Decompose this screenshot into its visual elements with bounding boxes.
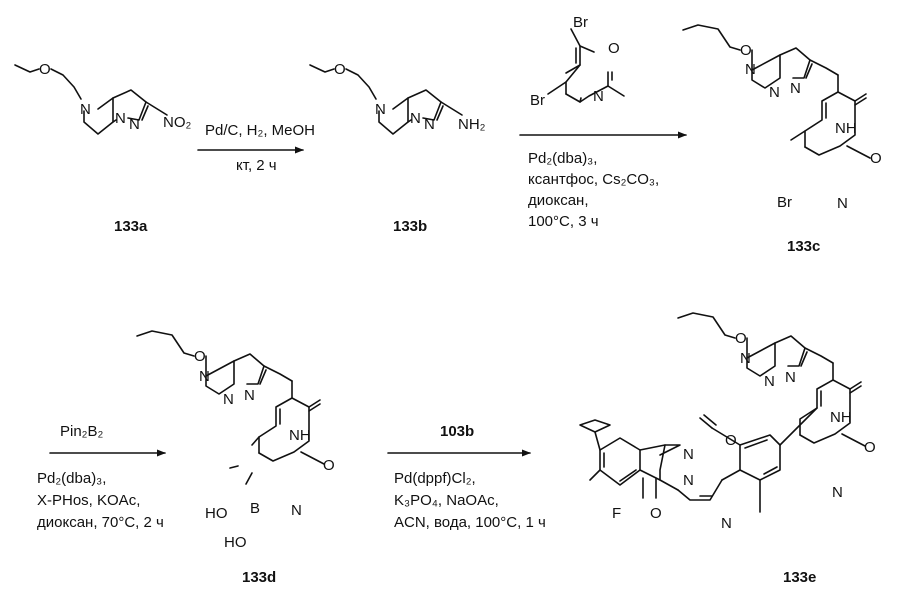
arrow-3-conditions: Pd₂(dba)₃, X-PHos, KOAc, диоксан, 70°C, … [37,468,164,534]
arrow-3-line-1: Pd₂(dba)₃, [37,468,164,490]
atom-o-aldehyde-133e: O [725,432,737,449]
atom-n1-133e: N [764,373,775,390]
atom-o2-133d: O [323,457,335,474]
atom-n-133e: N [740,350,751,367]
compound-id-133a: 133a [114,218,147,235]
atom-n-pyridine-133e: N [721,515,732,532]
atom-n1-133c: N [769,84,780,101]
reagent-n: N [593,88,604,105]
atom-npyr-133d: N [291,502,302,519]
reagent-o: O [608,40,620,57]
atom-br-133c: Br [777,194,792,211]
arrow-2-line-4: 100°C, 3 ч [528,211,659,232]
compound-id-133b: 133b [393,218,427,235]
atom-o-133a: O [39,61,51,78]
structure-133e [580,313,865,512]
atom-f-133e: F [612,505,621,522]
atom-n2-133d: N [244,387,255,404]
arrow-2-conditions: Pd₂(dba)₃, ксантфос, Cs₂CO₃, диоксан, 10… [528,148,659,232]
arrow-1-reagents: Pd/C, H₂, MeOH [205,122,315,139]
arrow-3-reagent: Pin₂B₂ [60,423,103,440]
atom-n2-133b: N [424,116,435,133]
atom-ho1-133d: HO [205,505,228,522]
atom-o2-133c: O [870,150,882,167]
compound-id-133c: 133c [787,238,820,255]
compound-id-133d: 133d [242,569,276,586]
arrow-3-line-3: диоксан, 70°C, 2 ч [37,512,164,534]
atom-nh-133d: NH [289,427,311,444]
atom-nh-133c: NH [835,120,857,137]
arrow-4-reagent: 103b [440,423,474,440]
arrow-1-conditions: кт, 2 ч [236,157,277,174]
atom-n-133b: N [375,101,386,118]
atom-n1-133b: N [410,110,421,127]
atom-n-133c: N [745,61,756,78]
atom-nn1-133e: N [683,446,694,463]
atom-npyr-133e: N [832,484,843,501]
nitro-group: NO₂ [163,114,191,131]
arrow-4-line-1: Pd(dppf)Cl₂, [394,468,546,490]
atom-npyr-133c: N [837,195,848,212]
compound-id-133e: 133e [783,569,816,586]
structure-133a [15,65,167,134]
atom-o-133e: O [735,330,747,347]
arrow-2-line-3: диоксан, [528,190,659,211]
arrow-2-line-2: ксантфос, Cs₂CO₃, [528,169,659,190]
atom-ho2-133d: HO [224,534,247,551]
atom-o-keto-133e: O [650,505,662,522]
atom-o-133d: O [194,348,206,365]
atom-o-133b: O [334,61,346,78]
arrow-3-line-2: X-PHos, KOAc, [37,490,164,512]
atom-b-133d: B [250,500,260,517]
atom-nh-133e: NH [830,409,852,426]
atom-n2-133a: N [129,116,140,133]
arrow-4-conditions: Pd(dppf)Cl₂, K₃PO₄, NaOAc, ACN, вода, 10… [394,468,546,534]
atom-o2-133e: O [864,439,876,456]
atom-n2-133c: N [790,80,801,97]
atom-n1-133a: N [115,110,126,127]
arrow-4-line-3: ACN, вода, 100°C, 1 ч [394,512,546,534]
structure-133b [310,65,462,134]
amine-group: NH₂ [458,116,486,133]
atom-n-133d: N [199,368,210,385]
reagent-br-1: Br [573,14,588,31]
atom-o-133c: O [740,42,752,59]
atom-n-133a: N [80,101,91,118]
atom-n1-133d: N [223,391,234,408]
arrow-4-line-2: K₃PO₄, NaOAc, [394,490,546,512]
arrow-2-line-1: Pd₂(dba)₃, [528,148,659,169]
atom-nn2-133e: N [683,472,694,489]
atom-n2-133e: N [785,369,796,386]
reagent-br-2: Br [530,92,545,109]
